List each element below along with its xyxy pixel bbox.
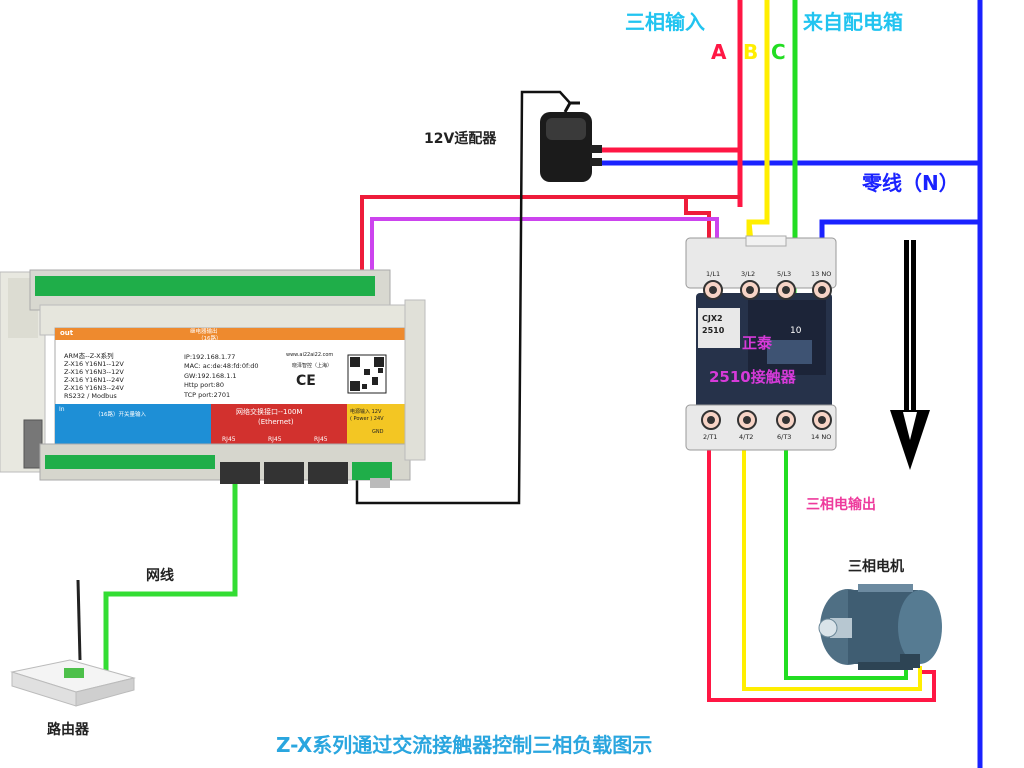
control-wire-red xyxy=(360,195,740,296)
terminal-top-3: 5/L3 xyxy=(777,270,792,278)
contactor-bottom-screws xyxy=(701,410,832,430)
contactor-plate-2: 2510 xyxy=(702,326,725,335)
diagram-title: Z-X系列通过交流接触器控制三相负载图示 xyxy=(276,733,653,757)
router-label: 路由器 xyxy=(47,722,89,738)
model-line: Z-X16 Y16N1--12V xyxy=(64,360,124,368)
net-info-line: TCP port:2701 xyxy=(184,391,231,399)
network-port-title: 网络交换接口--100M xyxy=(236,408,303,416)
model-line: Z-X16 Y16N3--24V xyxy=(64,384,124,392)
phase-a-wire xyxy=(600,0,743,207)
switch-input-label: （16路）开关量输入 xyxy=(95,412,146,418)
terminal-bottom-4: 14 NO xyxy=(811,433,832,441)
contactor xyxy=(685,235,837,451)
network-cable-label: 网线 xyxy=(146,568,174,584)
power-adapter xyxy=(540,101,602,182)
controller-relay-output-sub: （16路） xyxy=(198,336,222,342)
terminal-bottom-2: 4/T2 xyxy=(739,433,754,441)
controller-company: 晓泽智控（上海） xyxy=(292,363,333,369)
gnd-label: GND xyxy=(372,429,384,435)
router xyxy=(10,579,136,707)
model-line: Z-X16 Y16N1--24V xyxy=(64,376,124,384)
model-line: ARM态--Z-X系列 xyxy=(64,352,114,360)
from-distribution-box-label: 来自配电箱 xyxy=(803,10,903,34)
net-info-line: MAC: ac:de:48:fd:0f:d0 xyxy=(184,362,259,370)
contactor-brand-label: 正泰 xyxy=(742,334,773,352)
net-info-line: Http port:80 xyxy=(184,381,224,389)
rj45-label: RJ45 xyxy=(268,436,282,443)
contactor-top-screws xyxy=(703,280,832,300)
controller-out-label: out xyxy=(60,329,74,337)
contactor-rating: 10 xyxy=(790,326,802,336)
motor xyxy=(818,584,942,670)
three-phase-output-label: 三相电输出 xyxy=(806,497,876,513)
controller-relay-output-label: 继电器输出 xyxy=(190,329,218,335)
motor-label: 三相电机 xyxy=(848,559,904,575)
terminal-bottom-3: 6/T3 xyxy=(777,433,792,441)
control-wire-magenta xyxy=(370,217,719,296)
terminal-top-4: 13 NO xyxy=(811,270,832,278)
net-info-line: GW:192.168.1.1 xyxy=(184,372,237,380)
power-input-title: 电源输入 12V xyxy=(350,409,382,415)
controller-body xyxy=(0,269,426,488)
phase-b-wire xyxy=(746,0,770,258)
output-arrow xyxy=(890,240,930,470)
phase-a-label: A xyxy=(711,40,727,64)
contactor-plate-1: CJX2 xyxy=(702,314,723,323)
phase-b-label: B xyxy=(743,40,759,64)
adapter-label: 12V适配器 xyxy=(424,131,497,147)
power-input-sub: ( Power ) 24V xyxy=(350,416,384,422)
network-port-sub: (Ethernet) xyxy=(258,418,294,426)
terminal-top-2: 3/L2 xyxy=(741,270,756,278)
ce-mark: CE xyxy=(296,373,316,389)
rj45-label: RJ45 xyxy=(222,436,236,443)
model-line: RS232 / Modbus xyxy=(64,392,117,400)
neutral-label: 零线（N） xyxy=(862,171,959,195)
network-cable xyxy=(103,482,238,672)
controller-in-label: In xyxy=(59,406,65,413)
phase-c-label: C xyxy=(771,40,786,64)
adapter-cable xyxy=(355,90,571,505)
model-line: Z-X16 Y16N3--12V xyxy=(64,368,124,376)
terminal-bottom-1: 2/T1 xyxy=(703,433,718,441)
rj45-label: RJ45 xyxy=(314,436,328,443)
three-phase-input-label: 三相输入 xyxy=(625,10,705,34)
net-info-line: IP:192.168.1.77 xyxy=(184,353,236,361)
contactor-model-label: 2510接触器 xyxy=(709,368,796,386)
controller-website: www.ai22ai22.com xyxy=(286,352,334,358)
terminal-top-1: 1/L1 xyxy=(706,270,721,278)
